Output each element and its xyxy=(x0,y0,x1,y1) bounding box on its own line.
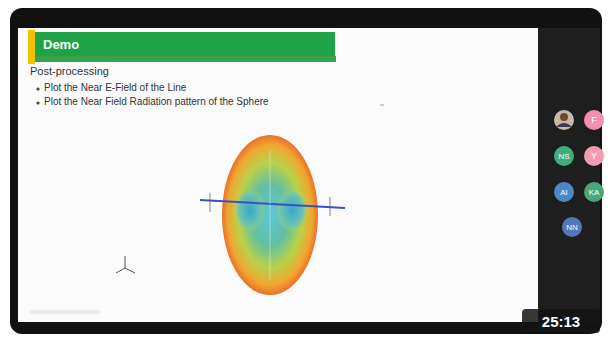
participant-avatar: NS xyxy=(554,146,574,166)
bullet xyxy=(36,87,39,90)
participant-avatar: AI xyxy=(554,182,574,202)
participant-photo xyxy=(554,110,574,130)
tick xyxy=(210,193,211,212)
participant-avatar: NN xyxy=(562,217,582,237)
avatar-initials: Y xyxy=(591,151,597,161)
slide xyxy=(18,28,538,322)
avatar-initials: KA xyxy=(589,188,600,197)
avatar-initials: NS xyxy=(558,152,569,161)
bullet-text: Plot the Near Field Radiation pattern of… xyxy=(44,96,269,107)
video-frame xyxy=(10,8,602,334)
participant-avatar: F xyxy=(584,110,604,130)
pattern-null xyxy=(234,188,266,232)
duration-text: 25:13 xyxy=(542,313,580,330)
accent-bar xyxy=(28,30,35,64)
title-band: Demo xyxy=(35,32,335,56)
toolbar xyxy=(30,310,100,314)
avatar-initials: AI xyxy=(560,188,568,197)
axis-triad xyxy=(116,256,135,273)
section-heading: Post-processing xyxy=(30,65,109,77)
participant-avatar: KA xyxy=(584,182,604,202)
duration-badge: 25:13 xyxy=(522,309,600,333)
participant-panel xyxy=(538,28,600,322)
mark xyxy=(380,105,384,106)
tick xyxy=(330,197,331,216)
wire-line xyxy=(200,200,345,208)
title-underline xyxy=(28,56,336,62)
bullet-text: Plot the Near E-Field of the Line xyxy=(44,82,186,93)
participant-avatar: Y xyxy=(584,146,604,166)
radiation-pattern xyxy=(222,135,318,295)
axis xyxy=(270,150,271,280)
slide-title: Demo xyxy=(43,37,79,52)
avatar-initials: NN xyxy=(566,223,578,232)
avatar-initials: F xyxy=(591,115,597,125)
pattern-null xyxy=(276,188,308,232)
bullet xyxy=(36,101,39,104)
